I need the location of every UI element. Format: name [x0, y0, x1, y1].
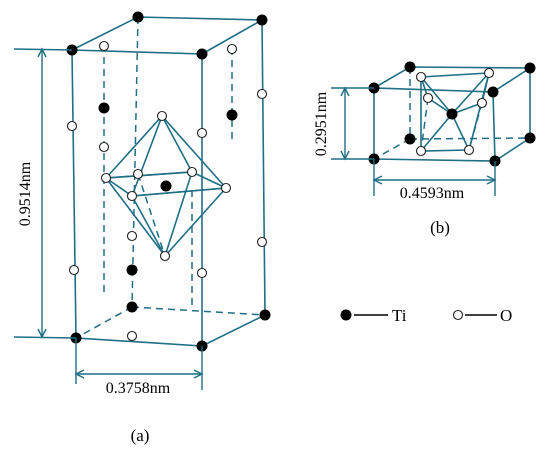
- width-label-b: 0.4593nm: [400, 185, 465, 202]
- dimension-b: [331, 86, 497, 196]
- legend: Ti O: [340, 306, 512, 325]
- caption-b: (b): [430, 218, 450, 237]
- cell-b-top-face: [373, 66, 533, 93]
- height-label-a: 0.9514nm: [17, 161, 34, 226]
- caption-a: (a): [131, 426, 150, 445]
- dimension-a: [13, 47, 204, 390]
- o-atoms-b: [415, 67, 495, 157]
- legend-o-marker: [452, 309, 464, 321]
- cell-b-right-edges: [494, 68, 531, 162]
- legend-ti-label: Ti: [392, 306, 407, 325]
- o-atoms-a: [66, 40, 268, 342]
- unit-cell-a: 0.9514nm 0.3758nm (a): [13, 11, 271, 445]
- legend-o-label: O: [500, 306, 512, 325]
- width-label-a: 0.3758nm: [106, 380, 171, 397]
- legend-ti-marker: [340, 309, 352, 321]
- unit-cell-b: 0.2951nm 0.4593nm (b): [313, 61, 536, 237]
- cell-a-right-edges: [201, 19, 266, 347]
- ti-atoms-b: [368, 61, 536, 167]
- ti-atoms-a: [66, 11, 271, 352]
- cell-a-inner-guides: [103, 45, 233, 305]
- cell-a-top-face: [71, 16, 265, 55]
- cell-b-hidden-edges: [373, 67, 531, 160]
- height-label-b: 0.2951nm: [313, 91, 330, 156]
- cell-a-hidden-edges: [75, 16, 266, 339]
